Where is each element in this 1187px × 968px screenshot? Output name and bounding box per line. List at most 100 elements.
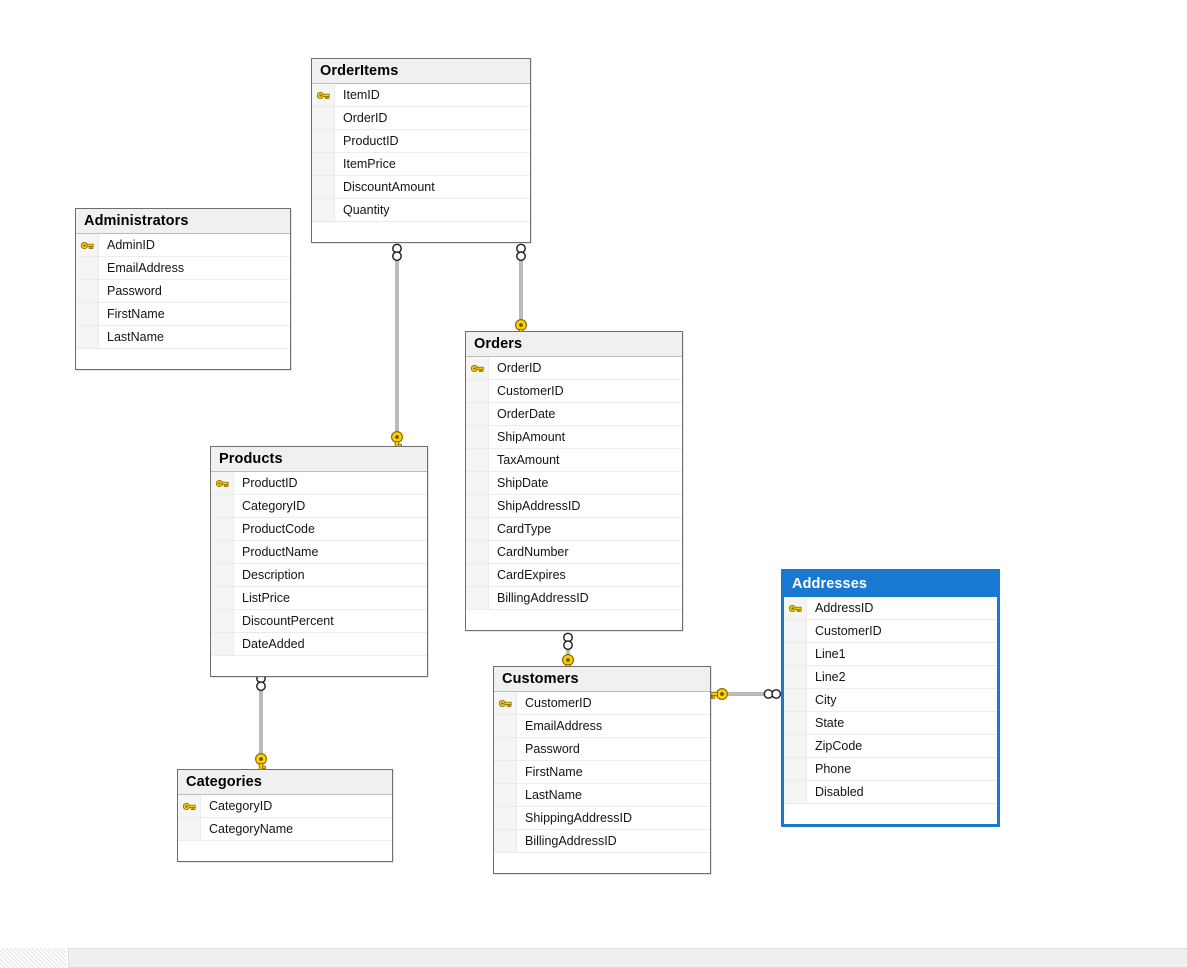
column-row[interactable]: CustomerID (466, 380, 682, 403)
column-name: CustomerID (497, 384, 564, 398)
column-row[interactable]: State (784, 712, 997, 735)
column-row[interactable]: OrderDate (466, 403, 682, 426)
column-row[interactable]: CustomerID (784, 620, 997, 643)
column-gutter (312, 153, 335, 175)
column-gutter (466, 403, 489, 425)
column-row[interactable]: ProductID (312, 130, 530, 153)
column-row[interactable]: LastName (76, 326, 290, 349)
column-row[interactable]: Description (211, 564, 427, 587)
entity-title-categories[interactable]: Categories (178, 770, 392, 795)
entity-title-orderitems[interactable]: OrderItems (312, 59, 530, 84)
column-row[interactable]: DiscountPercent (211, 610, 427, 633)
column-row[interactable]: LastName (494, 784, 710, 807)
entity-title-products[interactable]: Products (211, 447, 427, 472)
entity-title-addresses[interactable]: Addresses (784, 572, 997, 597)
column-row[interactable]: CardType (466, 518, 682, 541)
many-marker (392, 243, 402, 262)
primary-key-icon (494, 692, 517, 714)
column-gutter (211, 518, 234, 540)
column-row[interactable]: CategoryName (178, 818, 392, 841)
status-bar (0, 938, 1187, 968)
column-gutter (784, 735, 807, 757)
entity-title-customers[interactable]: Customers (494, 667, 710, 692)
column-name: ProductID (242, 476, 298, 490)
column-row[interactable]: FirstName (76, 303, 290, 326)
column-row[interactable]: OrderID (312, 107, 530, 130)
column-row[interactable]: OrderID (466, 357, 682, 380)
column-row[interactable]: Disabled (784, 781, 997, 804)
many-marker (763, 689, 782, 699)
column-row[interactable]: EmailAddress (494, 715, 710, 738)
column-row[interactable]: ListPrice (211, 587, 427, 610)
column-row[interactable]: ProductID (211, 472, 427, 495)
column-gutter (211, 587, 234, 609)
column-row[interactable]: DateAdded (211, 633, 427, 656)
column-row[interactable]: ShipAddressID (466, 495, 682, 518)
column-row[interactable]: EmailAddress (76, 257, 290, 280)
column-gutter (466, 449, 489, 471)
column-row[interactable]: DiscountAmount (312, 176, 530, 199)
column-row[interactable]: CardExpires (466, 564, 682, 587)
column-row[interactable]: Quantity (312, 199, 530, 222)
column-row[interactable]: ItemID (312, 84, 530, 107)
resize-grip-icon[interactable] (0, 948, 66, 968)
relationship-orderitems-orders[interactable] (514, 243, 528, 339)
column-name: CardNumber (497, 545, 569, 559)
relationship-products-categories[interactable] (255, 673, 267, 774)
primary-key-icon (784, 597, 807, 619)
column-row[interactable]: AdminID (76, 234, 290, 257)
column-row[interactable]: FirstName (494, 761, 710, 784)
column-row[interactable]: ItemPrice (312, 153, 530, 176)
column-name: FirstName (525, 765, 583, 779)
column-name: Password (525, 742, 580, 756)
column-row[interactable]: CategoryID (211, 495, 427, 518)
column-row[interactable]: Line1 (784, 643, 997, 666)
column-row[interactable]: BillingAddressID (466, 587, 682, 610)
column-row[interactable]: CategoryID (178, 795, 392, 818)
column-row[interactable]: CustomerID (494, 692, 710, 715)
relationship-orderitems-products[interactable] (391, 243, 403, 451)
column-name: Password (107, 284, 162, 298)
column-gutter (466, 426, 489, 448)
column-row[interactable]: ShippingAddressID (494, 807, 710, 830)
column-gutter (211, 564, 234, 586)
column-row[interactable]: ShipAmount (466, 426, 682, 449)
entity-title-orders[interactable]: Orders (466, 332, 682, 357)
column-row[interactable]: AddressID (784, 597, 997, 620)
column-row[interactable]: BillingAddressID (494, 830, 710, 853)
column-row[interactable]: ProductCode (211, 518, 427, 541)
column-gutter (494, 830, 517, 852)
column-gutter (466, 472, 489, 494)
column-name: Disabled (815, 785, 864, 799)
column-name: DateAdded (242, 637, 305, 651)
column-row[interactable]: ZipCode (784, 735, 997, 758)
column-row[interactable]: ProductName (211, 541, 427, 564)
column-row[interactable]: Phone (784, 758, 997, 781)
column-name: OrderID (497, 361, 542, 375)
column-name: ProductID (343, 134, 399, 148)
entity-empty-area (178, 841, 392, 861)
relationship-customers-addresses[interactable] (707, 687, 782, 701)
column-row[interactable]: CardNumber (466, 541, 682, 564)
entity-title-administrators[interactable]: Administrators (76, 209, 290, 234)
column-row[interactable]: Password (494, 738, 710, 761)
column-row[interactable]: Line2 (784, 666, 997, 689)
column-name: Description (242, 568, 305, 582)
column-row[interactable]: City (784, 689, 997, 712)
column-gutter (211, 633, 234, 655)
column-row[interactable]: Password (76, 280, 290, 303)
column-gutter (494, 807, 517, 829)
column-row[interactable]: TaxAmount (466, 449, 682, 472)
column-row[interactable]: ShipDate (466, 472, 682, 495)
